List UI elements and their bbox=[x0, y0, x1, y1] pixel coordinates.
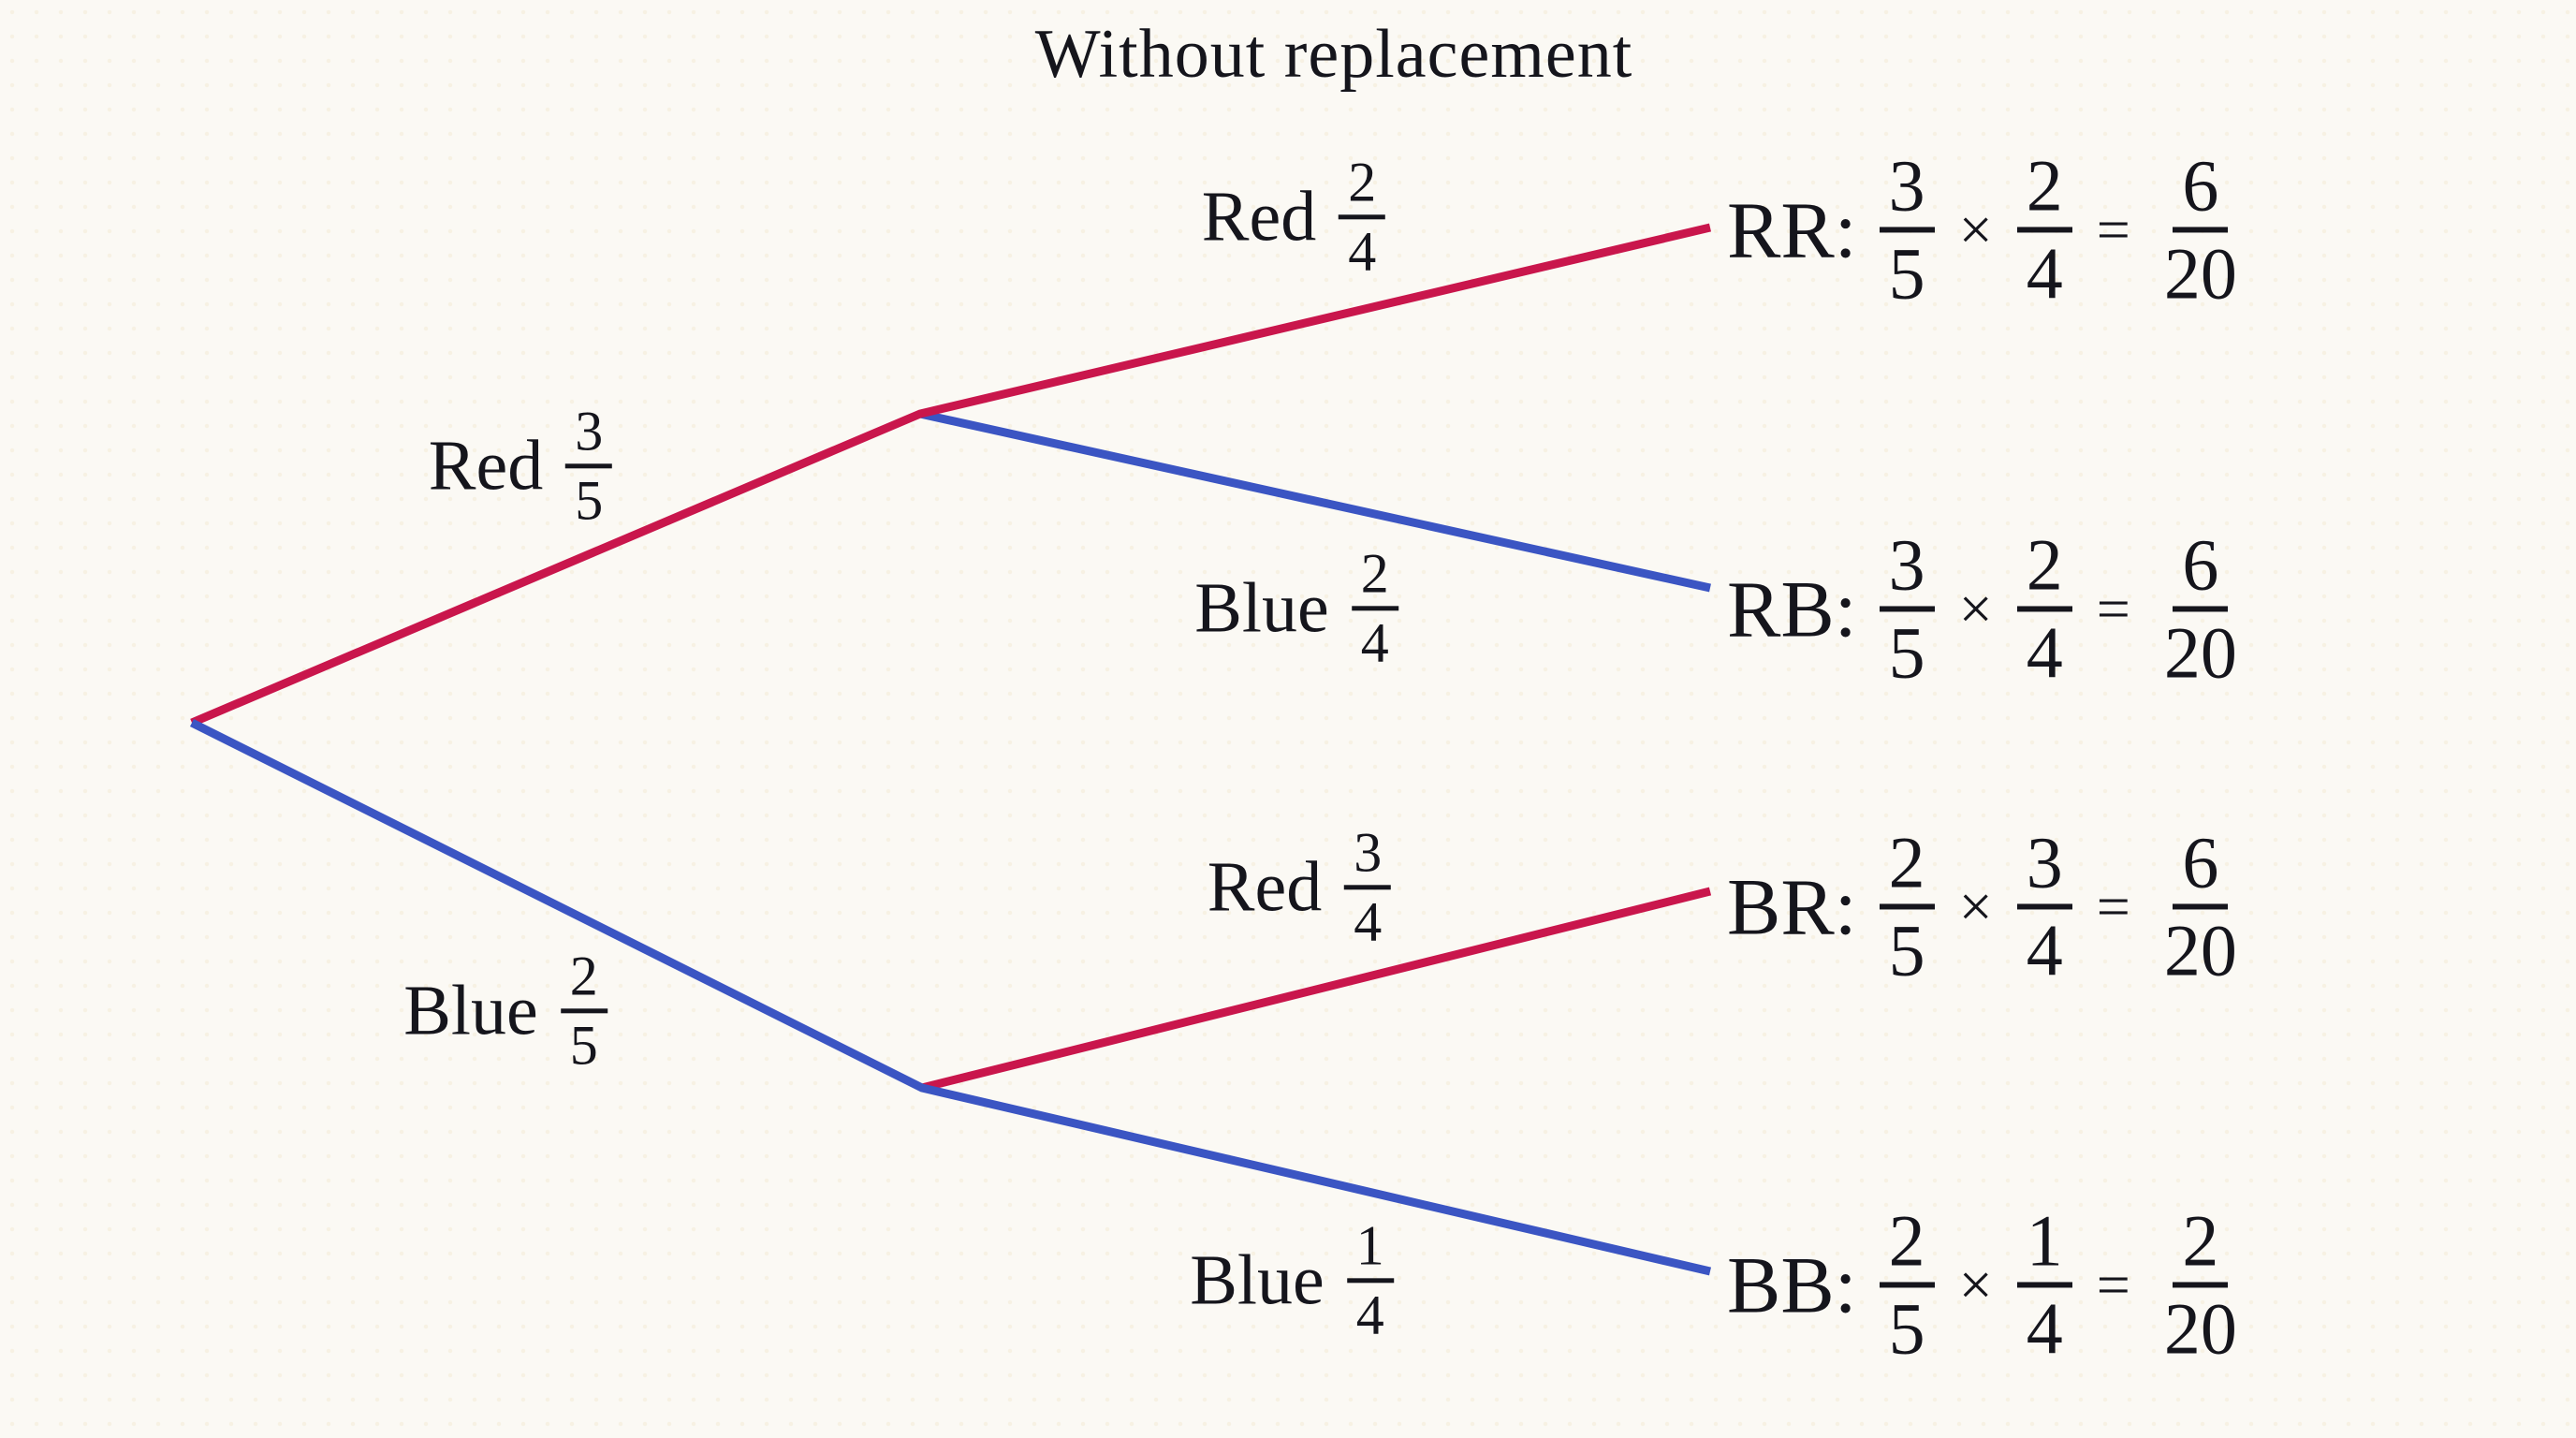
outcome-rr: RR: 3 5 × 2 4 = 6 20 bbox=[1727, 148, 2247, 310]
fraction-denominator: 20 bbox=[2163, 1287, 2237, 1369]
fraction-denominator: 5 bbox=[1888, 611, 1925, 693]
branch-probability-fraction: 3 5 bbox=[565, 403, 613, 532]
fraction-numerator: 2 bbox=[560, 947, 607, 1014]
multiply-sign: × bbox=[1958, 575, 1993, 641]
fraction-numerator: 3 bbox=[1879, 527, 1935, 611]
branch-probability-fraction: 2 4 bbox=[1339, 154, 1386, 283]
fraction-numerator: 2 bbox=[1339, 154, 1386, 220]
branch-probability-fraction: 2 5 bbox=[560, 947, 607, 1077]
fraction-numerator: 2 bbox=[2016, 148, 2072, 232]
equals-sign: = bbox=[2096, 873, 2130, 939]
outcome-result-fraction: 6 20 bbox=[2155, 148, 2247, 310]
branch-word: Red bbox=[1207, 847, 1323, 927]
fraction-numerator: 6 bbox=[2173, 527, 2229, 611]
branch-label-blue-after-red: Blue 2 4 bbox=[1194, 545, 1398, 671]
outcome-result-fraction: 2 20 bbox=[2155, 1203, 2247, 1365]
outcome-first-fraction: 3 5 bbox=[1879, 148, 1935, 314]
fraction-numerator: 2 bbox=[1351, 545, 1398, 611]
outcome-name: BR: bbox=[1727, 861, 1857, 951]
branch-word: Red bbox=[428, 426, 544, 506]
outcome-name: RB: bbox=[1727, 564, 1857, 653]
fraction-numerator: 3 bbox=[565, 403, 613, 469]
fraction-denominator: 4 bbox=[2026, 232, 2063, 314]
branch-probability-fraction: 1 4 bbox=[1346, 1217, 1394, 1346]
fraction-denominator: 4 bbox=[1355, 1284, 1384, 1346]
multiply-sign: × bbox=[1958, 196, 1993, 262]
fraction-denominator: 20 bbox=[2163, 232, 2237, 314]
fraction-numerator: 1 bbox=[2016, 1203, 2072, 1287]
branch-line-red-then-blue bbox=[919, 409, 1711, 593]
outcome-br: BR: 2 5 × 3 4 = 6 20 bbox=[1727, 825, 2247, 987]
fraction-denominator: 4 bbox=[1354, 890, 1383, 953]
fraction-denominator: 5 bbox=[1888, 232, 1925, 314]
fraction-numerator: 3 bbox=[2016, 825, 2072, 909]
branch-probability-fraction: 3 4 bbox=[1344, 824, 1392, 953]
multiply-sign: × bbox=[1958, 873, 1993, 939]
outcome-first-fraction: 3 5 bbox=[1879, 527, 1935, 693]
fraction-denominator: 5 bbox=[569, 1014, 598, 1077]
fraction-numerator: 6 bbox=[2173, 825, 2229, 909]
branch-line-blue-then-red bbox=[920, 887, 1712, 1093]
fraction-numerator: 2 bbox=[1879, 1203, 1935, 1287]
branch-label-red-first: Red 3 5 bbox=[428, 403, 613, 532]
branch-probability-fraction: 2 4 bbox=[1351, 545, 1398, 674]
fraction-denominator: 20 bbox=[2163, 909, 2237, 990]
fraction-denominator: 4 bbox=[1360, 611, 1389, 674]
branch-label-red-after-red: Red 2 4 bbox=[1201, 154, 1386, 283]
branch-word: Red bbox=[1201, 177, 1317, 257]
outcome-first-fraction: 2 5 bbox=[1879, 825, 1935, 990]
outcome-result-fraction: 6 20 bbox=[2155, 825, 2247, 987]
branch-label-blue-after-blue: Blue 1 4 bbox=[1190, 1217, 1394, 1343]
outcome-name: RR: bbox=[1727, 184, 1857, 274]
figure-title: Without replacement bbox=[1034, 16, 1633, 93]
branch-label-blue-first: Blue 2 5 bbox=[403, 947, 607, 1074]
fraction-numerator: 2 bbox=[2016, 527, 2072, 611]
fraction-numerator: 2 bbox=[1879, 825, 1935, 909]
equals-sign: = bbox=[2096, 1251, 2130, 1317]
fraction-numerator: 3 bbox=[1344, 824, 1392, 890]
fraction-numerator: 6 bbox=[2173, 148, 2229, 232]
outcome-second-fraction: 1 4 bbox=[2016, 1203, 2072, 1369]
fraction-denominator: 4 bbox=[2026, 611, 2063, 693]
branch-word: Blue bbox=[1194, 568, 1329, 648]
outcome-rb: RB: 3 5 × 2 4 = 6 20 bbox=[1727, 527, 2247, 689]
fraction-denominator: 5 bbox=[1888, 909, 1925, 990]
branch-word: Blue bbox=[403, 971, 538, 1050]
fraction-denominator: 20 bbox=[2163, 611, 2237, 693]
fraction-denominator: 4 bbox=[2026, 1287, 2063, 1369]
fraction-numerator: 2 bbox=[2173, 1203, 2229, 1287]
outcome-bb: BB: 2 5 × 1 4 = 2 20 bbox=[1727, 1203, 2247, 1365]
branch-line-blue-then-blue bbox=[189, 718, 1712, 1276]
fraction-denominator: 5 bbox=[1888, 1287, 1925, 1369]
fraction-denominator: 4 bbox=[1348, 220, 1377, 283]
outcome-first-fraction: 2 5 bbox=[1879, 1203, 1935, 1369]
fraction-numerator: 3 bbox=[1879, 148, 1935, 232]
outcome-second-fraction: 2 4 bbox=[2016, 148, 2072, 314]
fraction-denominator: 5 bbox=[575, 469, 604, 532]
equals-sign: = bbox=[2096, 196, 2130, 262]
equals-sign: = bbox=[2096, 575, 2130, 641]
branch-label-red-after-blue: Red 3 4 bbox=[1207, 824, 1392, 953]
outcome-name: BB: bbox=[1727, 1240, 1857, 1329]
multiply-sign: × bbox=[1958, 1251, 1993, 1317]
outcome-second-fraction: 2 4 bbox=[2016, 527, 2072, 693]
fraction-numerator: 1 bbox=[1346, 1217, 1394, 1284]
outcome-result-fraction: 6 20 bbox=[2155, 527, 2247, 689]
branch-line-red-then-red bbox=[190, 223, 1712, 727]
outcome-second-fraction: 3 4 bbox=[2016, 825, 2072, 990]
branch-word: Blue bbox=[1190, 1240, 1325, 1320]
fraction-denominator: 4 bbox=[2026, 909, 2063, 990]
